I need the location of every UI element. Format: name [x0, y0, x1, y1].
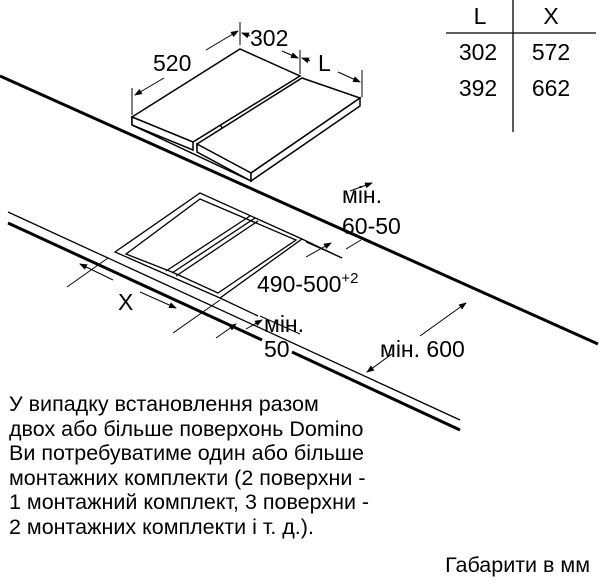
- note-line: 1 монтажний комплект, 3 поверхни -: [9, 490, 370, 515]
- cutout-width-label: X: [118, 289, 133, 315]
- table-cell: 302: [459, 39, 497, 65]
- domino-hobs: [130, 48, 362, 183]
- worktop-back-edge: [0, 74, 599, 346]
- table-cell: 392: [459, 75, 497, 101]
- worktop-front-edge-thick-1: [7, 221, 263, 342]
- note-line: У випадку встановлення разом: [9, 392, 319, 416]
- hob-depth-label: 520: [153, 50, 191, 76]
- note-line: монтажних комплекти (2 поверхни -: [9, 465, 366, 490]
- min-front-label: мін.: [264, 311, 304, 337]
- table-header-l: L: [474, 3, 487, 29]
- min-back-label: мін.: [342, 182, 382, 208]
- table-cell: 662: [532, 75, 570, 101]
- worktop-front-edge-thick-2: [291, 350, 461, 432]
- installation-note: У випадку встановлення разом двох або бі…: [9, 392, 369, 540]
- hob-width-variable-label: L: [318, 50, 331, 76]
- min-back-value: 60-50: [342, 213, 401, 239]
- worktop-front-edge-thin: [7, 211, 461, 421]
- cutout-depth-label: 490-500+2: [257, 270, 359, 297]
- min-worktop-depth-label: мін. 600: [380, 336, 465, 362]
- dimension-table: L X 302 572 392 662: [446, 0, 596, 132]
- cutout: [113, 192, 343, 317]
- min-front-value: 50: [264, 336, 290, 362]
- table-header-x: X: [543, 3, 558, 29]
- units-footer: Габарити в мм: [445, 553, 590, 577]
- table-cell: 572: [532, 39, 570, 65]
- note-line: 2 монтажних комплекти і т. д.).: [9, 514, 314, 539]
- note-line: двох або більше поверхонь Domino: [9, 416, 364, 441]
- hob-width-label: 302: [250, 25, 288, 51]
- note-line: Ви потребуватиме один або більше: [9, 441, 364, 466]
